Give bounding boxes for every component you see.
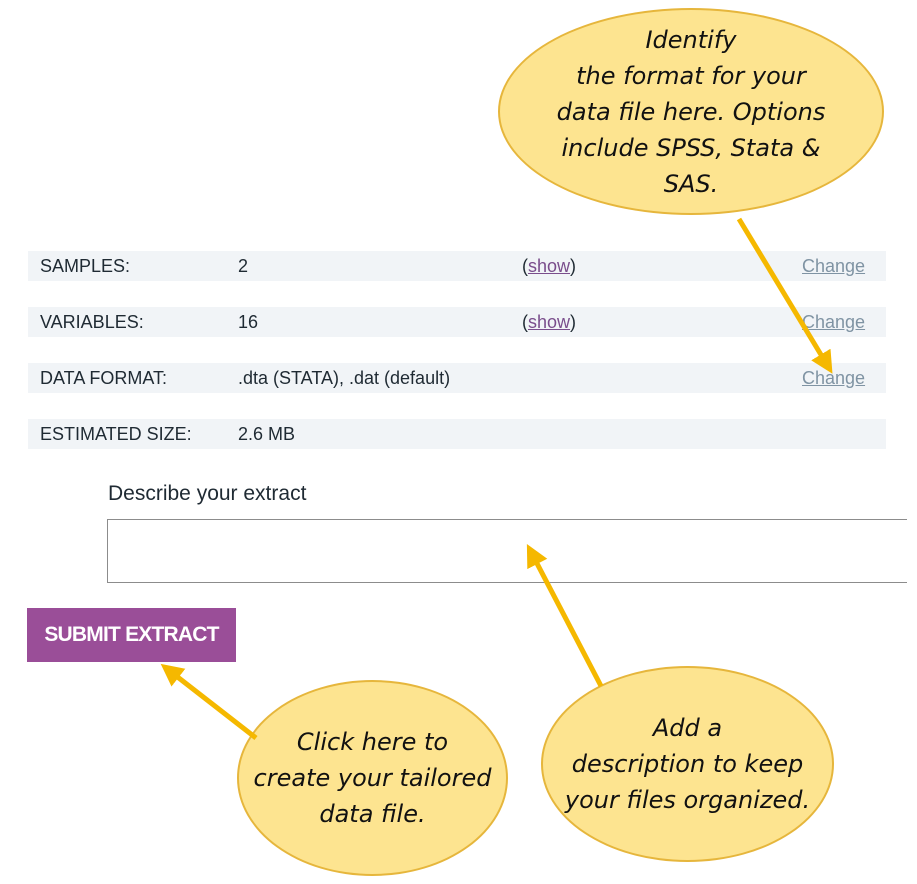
samples-label: SAMPLES: xyxy=(40,256,131,276)
submit-extract-button[interactable]: SUBMIT EXTRACT xyxy=(27,608,236,662)
describe-extract-label: Describe your extract xyxy=(108,482,307,505)
callout-submit-text: Click here to create your tailored data … xyxy=(253,728,492,828)
samples-value: 2 xyxy=(238,256,249,276)
samples-row: SAMPLES: 2 (show) Change xyxy=(28,251,886,281)
describe-extract-input[interactable] xyxy=(107,519,907,583)
callout-describe-text: Add a description to keep your files org… xyxy=(564,714,811,814)
variables-show: (show) xyxy=(522,312,577,332)
arrow-to-format-change xyxy=(736,217,833,374)
callout-describe: Add a description to keep your files org… xyxy=(541,666,834,862)
data-format-value: .dta (STATA), .dat (default) xyxy=(238,368,451,388)
variables-value: 16 xyxy=(238,312,259,332)
variables-label: VARIABLES: xyxy=(40,312,144,332)
estimated-size-label: ESTIMATED SIZE: xyxy=(40,424,192,444)
data-format-row: DATA FORMAT: .dta (STATA), .dat (default… xyxy=(28,363,886,393)
callout-submit: Click here to create your tailored data … xyxy=(237,680,508,876)
data-format-change-link[interactable]: Change xyxy=(802,368,866,388)
data-format-label: DATA FORMAT: xyxy=(40,368,168,388)
callout-format: Identify the format for your data file h… xyxy=(498,8,884,215)
callout-format-text: Identify the format for your data file h… xyxy=(556,25,826,198)
samples-show: (show) xyxy=(522,256,577,276)
variables-show-link[interactable]: show xyxy=(528,312,571,332)
samples-show-link[interactable]: show xyxy=(528,256,571,276)
estimated-size-row: ESTIMATED SIZE: 2.6 MB xyxy=(28,419,886,449)
arrow-to-submit xyxy=(160,663,258,740)
estimated-size-value: 2.6 MB xyxy=(238,424,296,444)
variables-change-link[interactable]: Change xyxy=(802,312,866,332)
variables-row: VARIABLES: 16 (show) Change xyxy=(28,307,886,337)
samples-change-link[interactable]: Change xyxy=(802,256,866,276)
